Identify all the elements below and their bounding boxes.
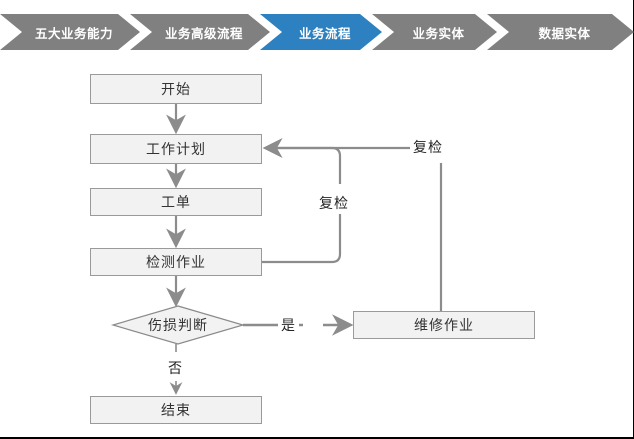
node-label: 维修作业 [414, 317, 474, 333]
breadcrumb-step-1[interactable]: 五大业务能力 [0, 14, 140, 50]
breadcrumb-step-2[interactable]: 业务高级流程 [130, 14, 270, 50]
node-repair-work[interactable]: 维修作业 [353, 311, 535, 339]
edge-label-no: 否 [165, 358, 186, 378]
node-label: 工单 [161, 194, 191, 210]
node-end[interactable]: 结束 [90, 396, 262, 424]
node-label: 伤损判断 [148, 317, 208, 333]
node-work-order[interactable]: 工单 [90, 188, 262, 216]
breadcrumb-step-label: 业务高级流程 [164, 26, 243, 41]
edge-label-recheck-inner: 复检 [316, 193, 352, 213]
breadcrumb-step-label: 五大业务能力 [34, 26, 113, 41]
node-start[interactable]: 开始 [90, 74, 262, 104]
breadcrumb-step-label: 业务流程 [298, 26, 351, 41]
breadcrumb: 五大业务能力 业务高级流程 业务流程 业务实体 数据实体 [0, 14, 634, 50]
breadcrumb-step-label: 业务实体 [412, 26, 465, 41]
node-label: 检测作业 [146, 254, 206, 270]
decision-label-damage-check: 伤损判断 [113, 306, 243, 344]
edge-label-recheck-outer: 复检 [410, 137, 446, 157]
node-label: 开始 [161, 81, 191, 97]
breadcrumb-step-label: 数据实体 [538, 26, 591, 41]
breadcrumb-step-5[interactable]: 数据实体 [487, 14, 634, 50]
node-label: 结束 [161, 402, 191, 418]
edge-label-yes: 是 [278, 315, 299, 335]
decision-damage-check[interactable] [110, 305, 246, 345]
node-label: 工作计划 [146, 141, 206, 157]
node-inspection[interactable]: 检测作业 [90, 248, 262, 276]
node-work-plan[interactable]: 工作计划 [90, 134, 262, 164]
